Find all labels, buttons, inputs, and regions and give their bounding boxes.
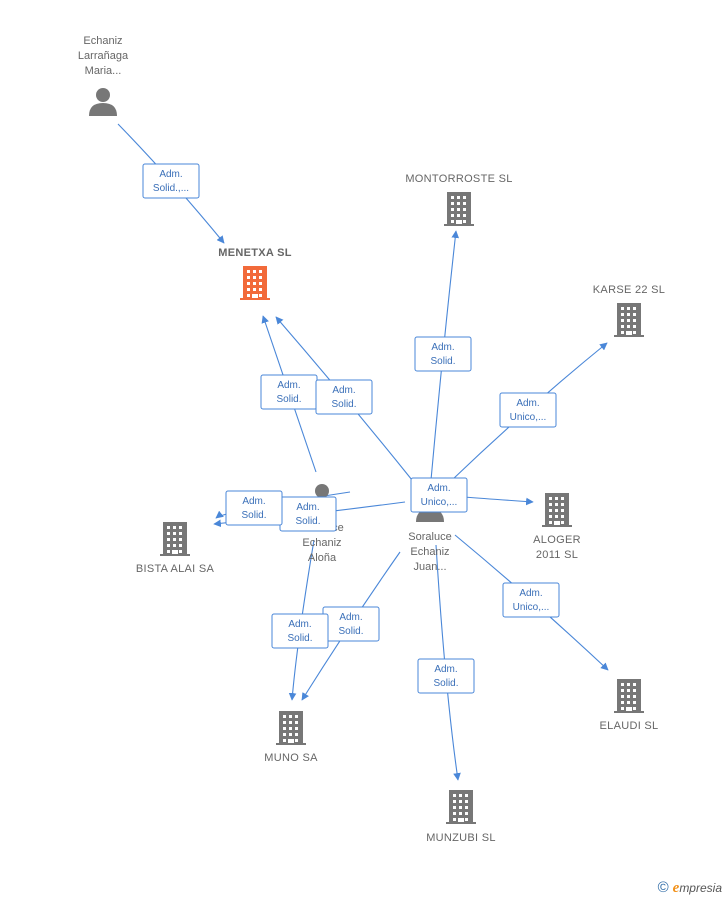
building-icon <box>614 679 644 713</box>
node-muno[interactable] <box>276 711 306 745</box>
edge-label-text: Adm. <box>332 385 355 396</box>
copyright-symbol: © <box>657 879 669 896</box>
edge-label-text: Unico,... <box>510 412 547 423</box>
node-label-echaniz_maria: Larrañaga <box>78 50 129 62</box>
edge-label-text: Adm. <box>431 342 454 353</box>
edge-label-text: Solid. <box>287 633 312 644</box>
node-label-echaniz_alona: Aloña <box>308 552 337 564</box>
edge-label-text: Adm. <box>516 398 539 409</box>
node-label-soraluce_juan: Echaniz <box>410 546 449 558</box>
empresia-watermark: ©empresia <box>658 879 722 897</box>
node-montorroste[interactable] <box>444 192 474 226</box>
node-label-munzubi: MUNZUBI SL <box>426 832 496 844</box>
node-elaudi[interactable] <box>614 679 644 713</box>
node-label-elaudi: ELAUDI SL <box>600 720 659 732</box>
edge-label-soraluce_juan-to-muno[interactable]: Adm. Solid. <box>322 606 380 642</box>
node-label-muno: MUNO SA <box>264 752 318 764</box>
brand-name: mpresia <box>679 881 722 895</box>
building-icon <box>614 303 644 337</box>
edge-label-text: Solid. <box>295 516 320 527</box>
edge-label-text: Unico,... <box>513 602 550 613</box>
node-bista_alai[interactable] <box>160 522 190 556</box>
edge-labels-layer: Adm. Solid.,... Adm. Solid. Adm. Solid. Adm. So… <box>142 163 560 694</box>
edge-label-text: Solid. <box>241 510 266 521</box>
building-icon <box>276 711 306 745</box>
node-munzubi[interactable] <box>446 790 476 824</box>
node-echaniz_maria[interactable] <box>89 88 117 116</box>
node-menetxa[interactable] <box>240 266 270 300</box>
node-karse22[interactable] <box>614 303 644 337</box>
edge-label-echaniz_maria-to-menetxa[interactable]: Adm. Solid.,... <box>142 163 200 199</box>
edge-label-soraluce_juan-to-menetxa[interactable]: Adm. Solid. <box>315 379 373 415</box>
node-label-bista_alai: BISTA ALAI SA <box>136 563 215 575</box>
edge-label-soraluce_juan-to-aloger[interactable]: Adm. Unico,... <box>410 477 468 513</box>
node-label-karse22: KARSE 22 SL <box>593 284 665 296</box>
building-icon <box>240 266 270 300</box>
edge-label-text: Adm. <box>519 588 542 599</box>
edge-label-text: Adm. <box>427 483 450 494</box>
edge-label-text: Adm. <box>159 169 182 180</box>
edge-label-echaniz_alona-to-muno[interactable]: Adm. Solid. <box>271 613 329 649</box>
node-label-echaniz_maria: Maria... <box>85 65 122 77</box>
node-label-soraluce_juan: Soraluce <box>408 531 451 543</box>
node-label-montorroste: MONTORROSTE SL <box>405 173 512 185</box>
person-icon <box>89 88 117 116</box>
node-label-echaniz_maria: Echaniz <box>83 35 122 47</box>
edge-label-soraluce_juan-to-elaudi[interactable]: Adm. Unico,... <box>502 582 560 618</box>
node-aloger[interactable] <box>542 493 572 527</box>
edge-label-soraluce_juan-to-munzubi[interactable]: Adm. Solid. <box>417 658 475 694</box>
node-label-soraluce_juan: Juan... <box>413 561 446 573</box>
building-icon <box>542 493 572 527</box>
edge-label-text: Adm. <box>296 502 319 513</box>
building-icon <box>160 522 190 556</box>
edges-layer <box>117 123 609 781</box>
edge-label-text: Adm. <box>288 619 311 630</box>
edge-label-text: Adm. <box>339 612 362 623</box>
edge-label-soraluce_juan-to-bista_alai[interactable]: Adm. Solid. <box>279 496 337 532</box>
building-icon <box>444 192 474 226</box>
edge-label-text: Adm. <box>434 664 457 675</box>
edge-label-text: Unico,... <box>421 497 458 508</box>
edge-label-echaniz_alona-to-bista_alai[interactable]: Adm. Solid. <box>225 490 283 526</box>
edge-label-text: Adm. <box>277 380 300 391</box>
edge-label-text: Adm. <box>242 496 265 507</box>
edge-label-text: Solid. <box>276 394 301 405</box>
edge-label-text: Solid. <box>331 399 356 410</box>
edge-label-text: Solid. <box>433 678 458 689</box>
building-icon <box>446 790 476 824</box>
edge-label-text: Solid.,... <box>153 183 189 194</box>
node-label-aloger: ALOGER <box>533 534 581 546</box>
node-label-aloger: 2011 SL <box>536 549 578 561</box>
brand-initial: e <box>672 880 680 896</box>
node-label-menetxa: MENETXA SL <box>218 247 292 259</box>
edge-label-soraluce_juan-to-montorroste[interactable]: Adm. Solid. <box>414 336 472 372</box>
edge-label-text: Solid. <box>430 356 455 367</box>
edge-label-text: Solid. <box>338 626 363 637</box>
node-label-echaniz_alona: Echaniz <box>302 537 341 549</box>
edge-label-echaniz_alona-to-menetxa[interactable]: Adm. Solid. <box>260 374 318 410</box>
edge-label-soraluce_juan-to-karse22[interactable]: Adm. Unico,... <box>499 392 557 428</box>
